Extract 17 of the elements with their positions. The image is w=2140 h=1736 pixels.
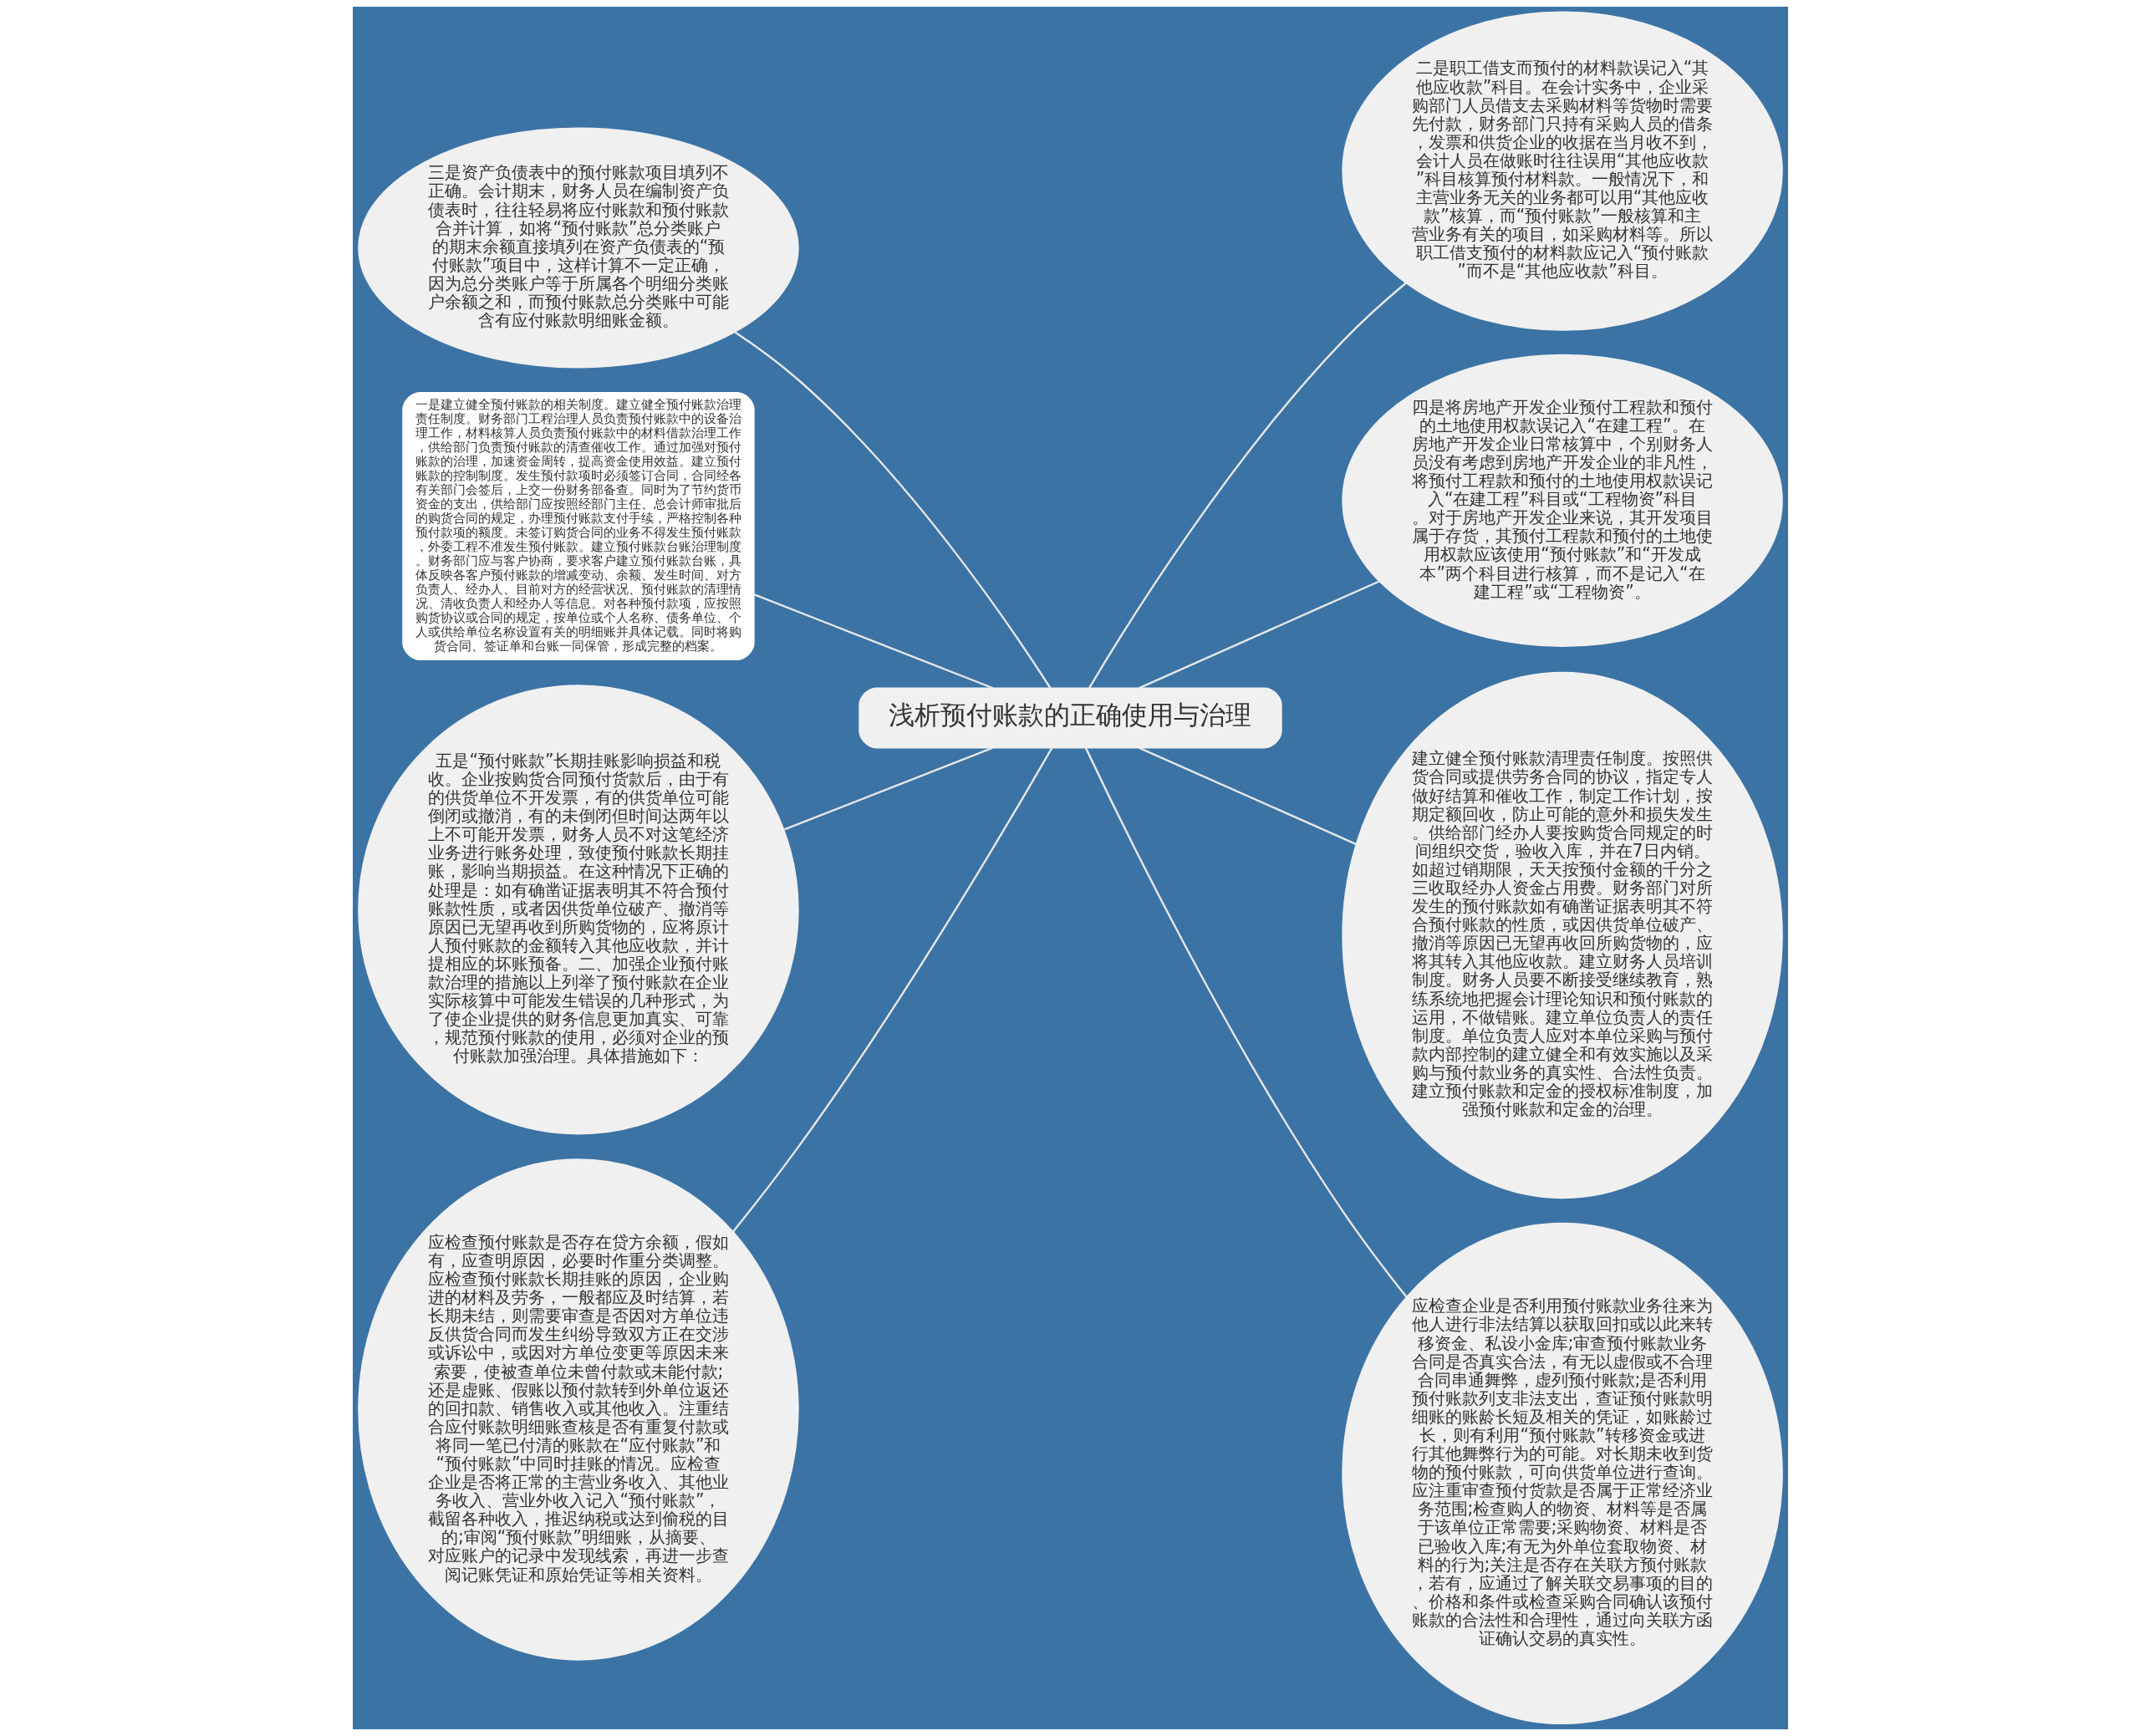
node-circle: 五是“预付账款”长期挂账影响损益和税收。企业按购货合同预付货款后，由于有的供货单位不开发票，有的供货单位可能倒闭或撤消，有的未倒闭但时间达两年以上不可能开发票，财务人员不对这笔经济业务进行账务处理，致使预付账款长期挂账，影响当期损益。在这种情况下正确的处理是：如有确凿证据表明其不符合预付账款性质，或者因供货单位破产、撤消等原因已无望再收到所购货物的，应将原计人预付账款的金额转入其他应收款，并计提相应的坏账预备。二、加强企业预付账款治理的措施以上列举了预付账款在企业实际核算中可能发生错误的几种形式，为了使企业提供的财务信息更加真实、可靠，规范预付账款的使用，必须对企业的预付账款加强治理。具体措施如下： xyxy=(357,685,799,1135)
connector xyxy=(783,746,993,831)
connector xyxy=(734,331,1051,689)
connector xyxy=(1138,580,1379,690)
node-box: 一是建立健全预付账款的相关制度。建立健全预付账款治理责任制度。财务部门工程治理人员负责预付账款中的设备治理工作，材料核算人员负责预付账款中的材料借款治理工作，供给部门负责预付账款的清查催收工作。通过加强对预付账款的治理，加速资金周转，提高资金使用效益。建立预付账款的控制制度。发生预付款项时必须签订合同，合同经各有关部门会签后，上交一份财务部备查。同时为了节约货币资金的支出，供给部门应按照经部门主任、总会计师审批后的购货合同的规定，办理预付账款支付手续，严格控制各种预付款项的额度。未签订购货合同的业务不得发生预付账款，外委工程不准发生预付账款。建立预付账款台账治理制度。财务部门应与客户协商，要求客户建立预付账款台账，具体反映各客户预付账款的增减变动、余额、发生时间、对方负责人、经办人、目前对方的经营状况、预付账款的清理情况、清收负责人和经办人等信息。对各种预付款项，应按照购货协议或合同的规定，按单位或个人名称、债务单位、个人或供给单位名称设置有关的明细账并具体记载。同时将购货合同、签证单和台账一同保管，形成完整的档案。 xyxy=(401,391,755,661)
connector xyxy=(753,593,993,690)
connector xyxy=(1084,747,1407,1298)
connector xyxy=(1138,746,1356,845)
node-box: 浅析预付账款的正确使用与治理 xyxy=(858,687,1282,749)
node-ellipse: 二是职工借支而预付的材料款误记入“其他应收款”科目。在会计实务中，企业采购部门人员借支去采购材料等货物时需要先付款，财务部门只持有采购人员的借条，发票和供货企业的收据在当月收不到，会计人员在做账时往往误用“其他应收款”科目核算预付材料款。一般情况下，和主营业务无关的业务都可以用“其他应收款”核算，而“预付账款”一般核算和主营业务有关的项目，如采购材料等。所以职工借支预付的材料款应记入“预付账款”而不是“其他应收款”科目。 xyxy=(1341,11,1783,331)
connector xyxy=(731,747,1052,1233)
node-ellipse: 应检查企业是否利用预付账款业务往来为他人进行非法结算以获取回扣或以此来转移资金、私设小金库;审查预付账款业务合同是否真实合法，有无以虚假或不合理合同串通舞弊，虚列预付账款;是否利用预付账款列支非法支出，查证预付账款明细账的账龄长短及相关的凭证，如账龄过长，则有利用“预付账款”转移资金或进行其他舞弊行为的可能。对长期未收到货物的预付账款，可向供货单位进行查询。应注重审查预付货款是否属于正常经济业务范围;检查购人的物资、材料等是否属于该单位正常需要;采购物资、材料是否已验收入库;有无为外单位套取物资、材料的行为;关注是否存在关联方预付账款，若有，应通过了解关联交易事项的目的、价格和条件或检查采购合同确认该预付账款的合法性和合理性，通过向关联方函证确认交易的真实性。 xyxy=(1341,1222,1783,1725)
node-ellipse: 建立健全预付账款清理责任制度。按照供货合同或提供劳务合同的协议，指定专人做好结算和催收工作，制定工作计划，按期定额回收，防止可能的意外和损失发生。供给部门经办人要按购货合同规定的时间组织交货，验收入库，并在7日内销。如超过销期限，天天按预付金额的千分之三收取经办人资金占用费。财务部门对所发生的预付账款如有确凿证据表明其不符合预付账款的性质，或因供货单位破产、撤消等原因已无望再收回所购货物的，应将其转入其他应收款。建立财务人员培训制度。财务人员要不断接受继续教育，熟练系统地把握会计理论知识和预付账款的运用，不做错账。建立单位负责人的责任制度。单位负责人应对本单位采购与预付款内部控制的建立健全和有效实施以及采购与预付款业务的真实性、合法性负责。建立预付账款和定金的授权标准制度，加强预付账款和定金的治理。 xyxy=(1341,671,1783,1199)
node-ellipse: 四是将房地产开发企业预付工程款和预付的土地使用权款误记入“在建工程”。在房地产开发企业日常核算中，个别财务人员没有考虑到房地产开发企业的非凡性，将预付工程款和预付的土地使用权款误记入“在建工程”科目或“工程物资”科目。对于房地产开发企业来说，其开发项目属于存货，其预付工程款和预付的土地使用权款应该使用“预付账款”和“开发成本”两个科目进行核算，而不是记入“在建工程”或“工程物资”。 xyxy=(1341,354,1783,648)
node-ellipse: 应检查预付账款是否存在贷方余额，假如有，应查明原因，必要时作重分类调整。应检查预付账款长期挂账的原因，企业购进的材料及劳务，一般都应及时结算，若长期未结，则需要审查是否因对方单位违反供货合同而发生纠纷导致双方正在交涉或诉讼中，或因对方单位变更等原因未来索要，使被查单位未曾付款或未能付款;还是虚账、假账以预付款转到外单位返还的回扣款、销售收入或其他收入。注重结合应付账款明细账查核是否有重复付款或将同一笔已付清的账款在“应付账款”和“预付账款”中同时挂账的情况。应检查企业是否将正常的主营业务收入、其他业务收入、营业外收入记入“预付账款”，截留各种收入，推迟纳税或达到偷税的目的;审阅“预付账款”明细账，从摘要、对应账户的记录中发现线索，再进一步查阅记账凭证和原始凭证等相关资料。 xyxy=(357,1158,799,1661)
node-ellipse: 三是资产负债表中的预付账款项目填列不正确。会计期末，财务人员在编制资产负债表时，往往轻易将应付账款和预付账款合并计算，如将“预付账款”总分类账户的期末余额直接填列在资产负债表的“预付账款”项目中，这样计算不一定正确，因为总分类账户等于所属各个明细分类账户余额之和，而预付账款总分类账中可能含有应付账款明细账金额。 xyxy=(357,127,799,369)
connector xyxy=(1088,282,1406,689)
